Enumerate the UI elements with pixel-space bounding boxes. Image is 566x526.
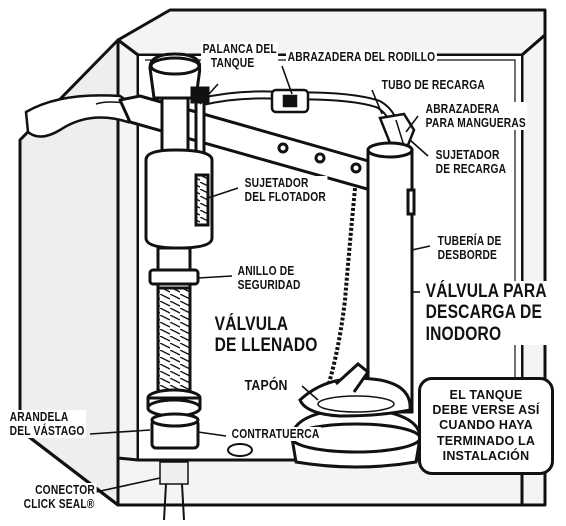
installation-note-box: EL TANQUE DEBE VERSE ASÍ CUANDO HAYA TER… xyxy=(418,377,554,475)
roller-clamp xyxy=(270,88,310,114)
flush-valve-base xyxy=(290,362,422,469)
label-contratuerca: CONTRATUERCA xyxy=(230,427,322,441)
label-tubo-de-recarga: TUBO DE RECARGA xyxy=(380,78,487,92)
label-valvula-de-llenado: VÁLVULA DE LLENADO xyxy=(213,314,320,357)
leader-lines xyxy=(89,65,431,493)
refill-tube xyxy=(198,90,399,127)
floor-bolt-hole xyxy=(227,443,253,457)
label-conector-click-seal: CONECTOR CLICK SEAL® xyxy=(22,483,97,511)
label-sujetador-del-flotador: SUJETADOR DEL FLOTADOR xyxy=(243,176,328,204)
overflow-pipe xyxy=(366,141,416,414)
label-palanca-del-tanque: PALANCA DEL TANQUE xyxy=(201,42,279,70)
label-tapon: TAPÓN xyxy=(243,377,290,395)
label-sujetador-de-recarga: SUJETADOR DE RECARGA xyxy=(434,148,508,176)
label-valvula-para-descarga: VÁLVULA PARA DESCARGA DE INODORO xyxy=(424,281,549,345)
fill-valve xyxy=(144,52,214,521)
label-anillo-de-seguridad: ANILLO DE SEGURIDAD xyxy=(236,264,303,292)
label-tuberia-de-desborde: TUBERÍA DE DESBORDE xyxy=(436,234,504,262)
label-abrazadera-del-rodillo: ABRAZADERA DEL RODILLO xyxy=(286,50,437,64)
label-arandela-del-vastago: ARANDELA DEL VÁSTAGO xyxy=(8,410,87,438)
label-abrazadera-para-mangueras: ABRAZADERA PARA MANGUERAS xyxy=(424,102,528,130)
installation-note-text: EL TANQUE DEBE VERSE ASÍ CUANDO HAYA TER… xyxy=(432,387,540,463)
